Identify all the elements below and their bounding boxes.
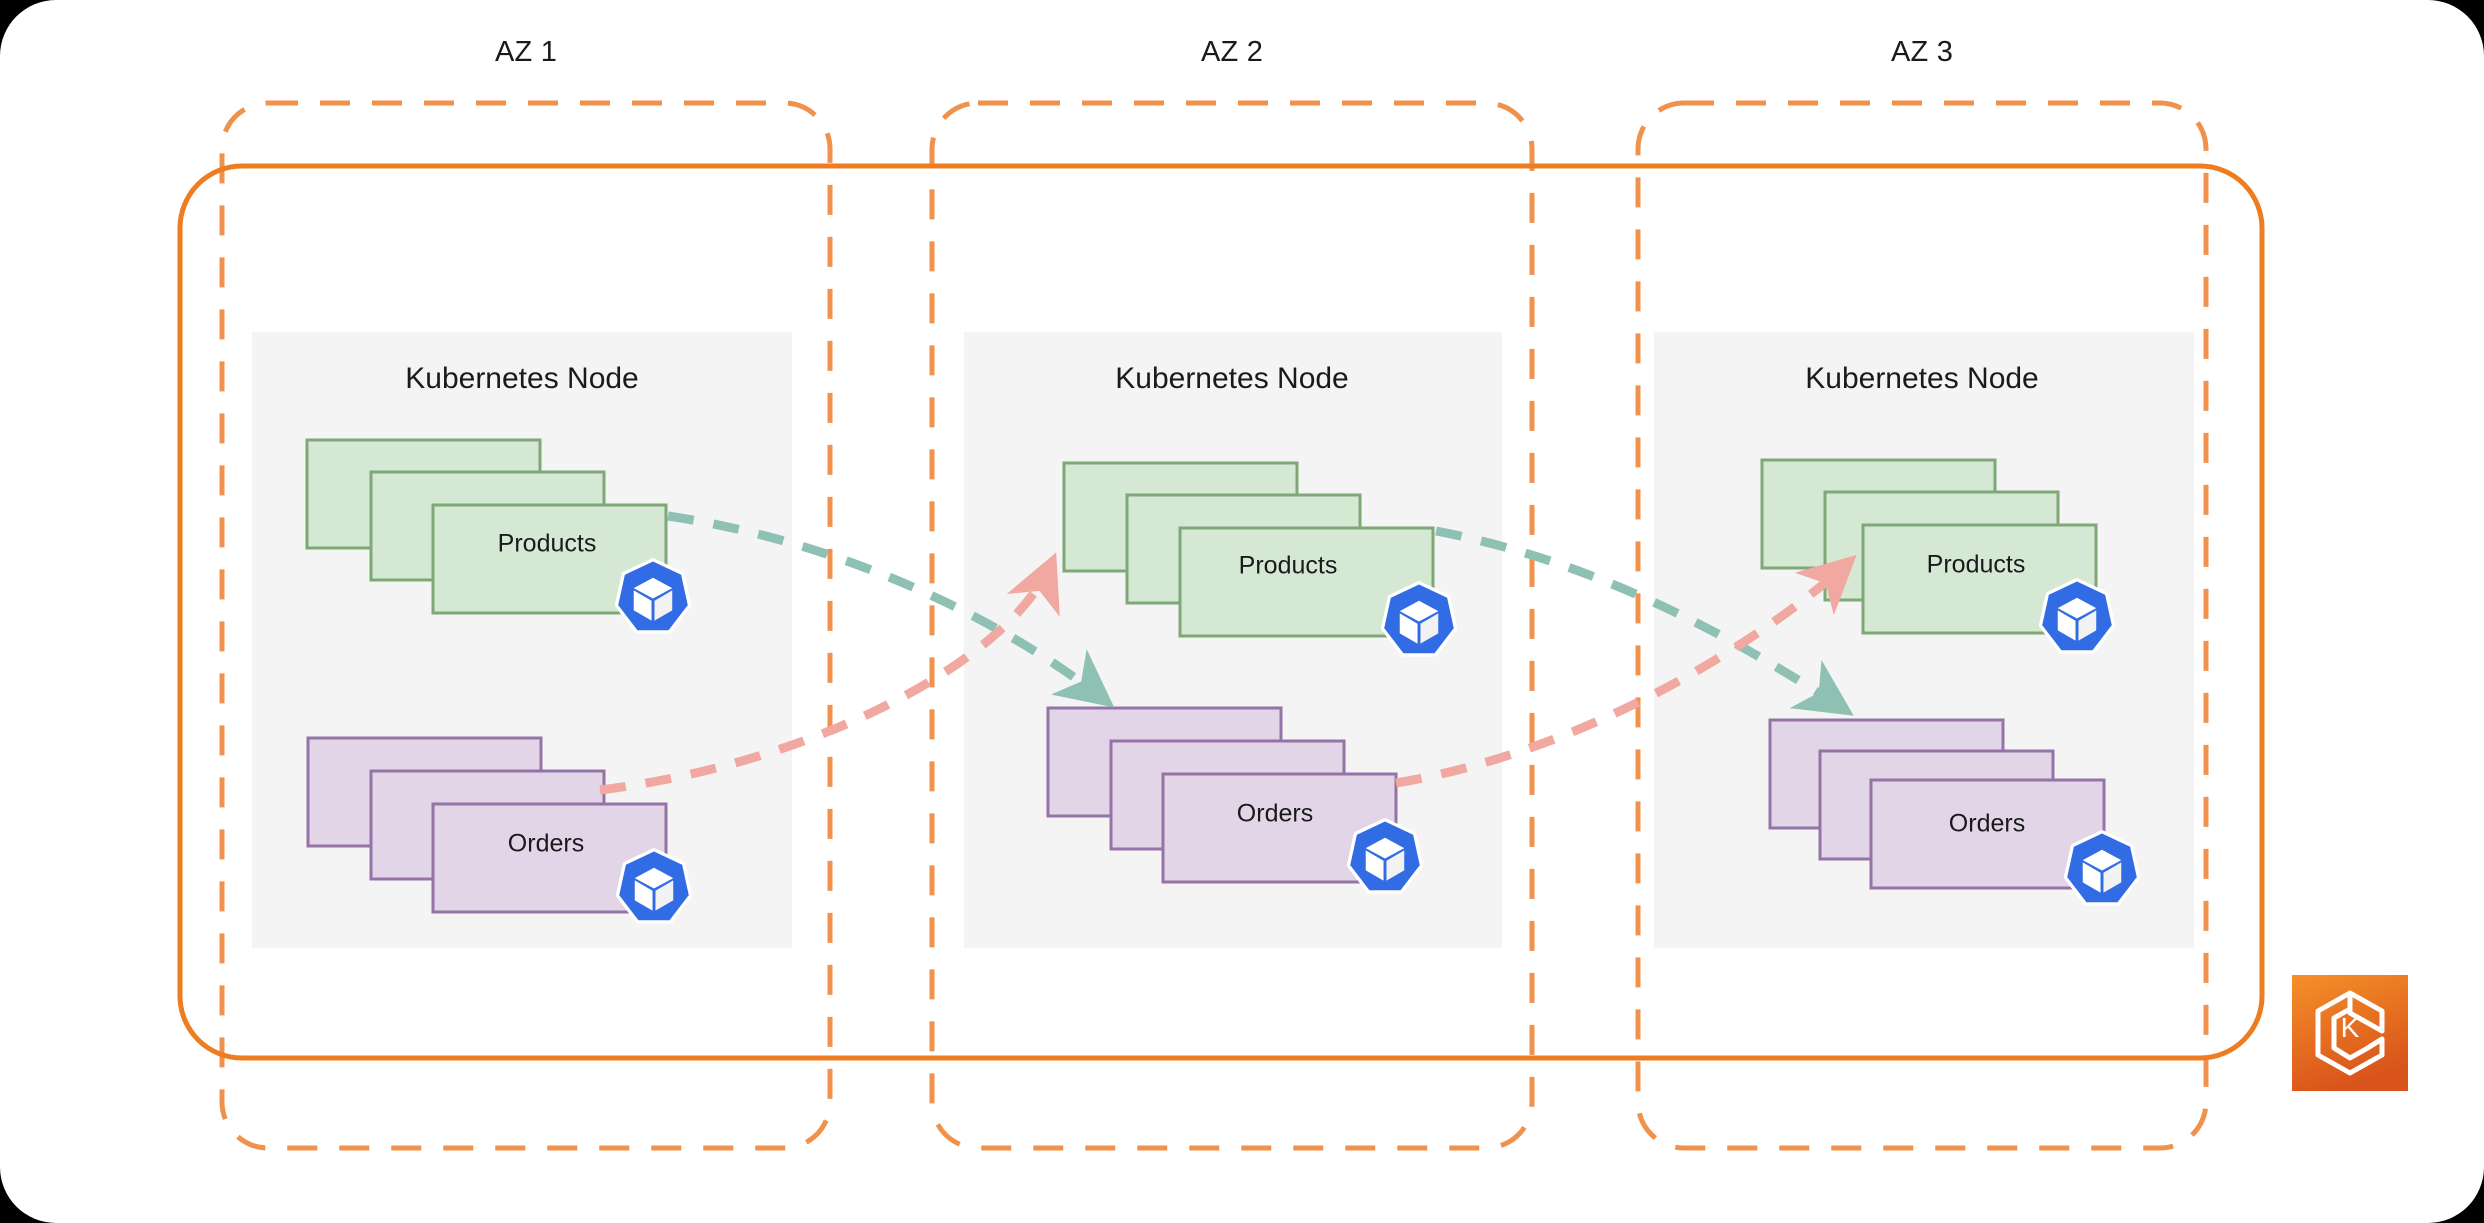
kubernetes-badge <box>2063 830 2141 906</box>
pod-label-orders-az1: Orders <box>507 829 585 858</box>
connection-arrows <box>599 511 1857 795</box>
kubernetes-badge <box>1346 818 1424 894</box>
pod-stack-products-az3[interactable] <box>1760 458 2098 635</box>
az-label-3: AZ 3 <box>1890 36 1954 68</box>
pod-label-orders-az2: Orders <box>1236 799 1314 828</box>
az-boundary-3 <box>1635 100 2209 1151</box>
node-title-az3: Kubernetes Node <box>1805 362 2039 395</box>
kubernetes-badge <box>615 848 693 924</box>
pod-label-products-az2: Products <box>1238 551 1338 580</box>
arrow-products-az2-to-orders-az3 <box>1435 526 1854 716</box>
az-boundaries <box>219 100 2209 1151</box>
pod-stack-orders-az2[interactable] <box>1046 706 1398 884</box>
az-label-2: AZ 2 <box>1200 36 1264 68</box>
kubernetes-badge <box>2038 578 2116 654</box>
kubernetes-badges <box>614 558 2141 924</box>
pod-rect <box>1869 778 2106 890</box>
pod-label-products-az1: Products <box>497 529 597 558</box>
pod-stack-orders-az1[interactable] <box>306 736 668 914</box>
vpc-boundary <box>177 163 2265 1061</box>
kubernetes-badge <box>614 558 692 634</box>
pod-label-orders-az3: Orders <box>1948 809 2026 838</box>
pod-label-products-az3: Products <box>1926 550 2026 579</box>
arrow-orders-az2-to-products-az3 <box>1395 554 1857 788</box>
arrow-products-az1-to-orders-az2 <box>667 511 1115 708</box>
pod-stack-products-az2[interactable] <box>1062 461 1435 638</box>
az-boundary-1 <box>219 100 833 1151</box>
eks-logo-glyph: K <box>2341 1012 2360 1043</box>
az-label-1: AZ 1 <box>494 36 558 68</box>
pod-stack-orders-az3[interactable] <box>1768 718 2106 890</box>
arrow-orders-az1-to-products-az2 <box>599 552 1060 795</box>
az-boundary-2 <box>929 100 1535 1151</box>
node-title-az2: Kubernetes Node <box>1115 362 1349 395</box>
node-title-az1: Kubernetes Node <box>405 362 639 395</box>
kubernetes-badge <box>1380 581 1458 657</box>
amazon-eks-logo: K <box>2292 975 2408 1091</box>
